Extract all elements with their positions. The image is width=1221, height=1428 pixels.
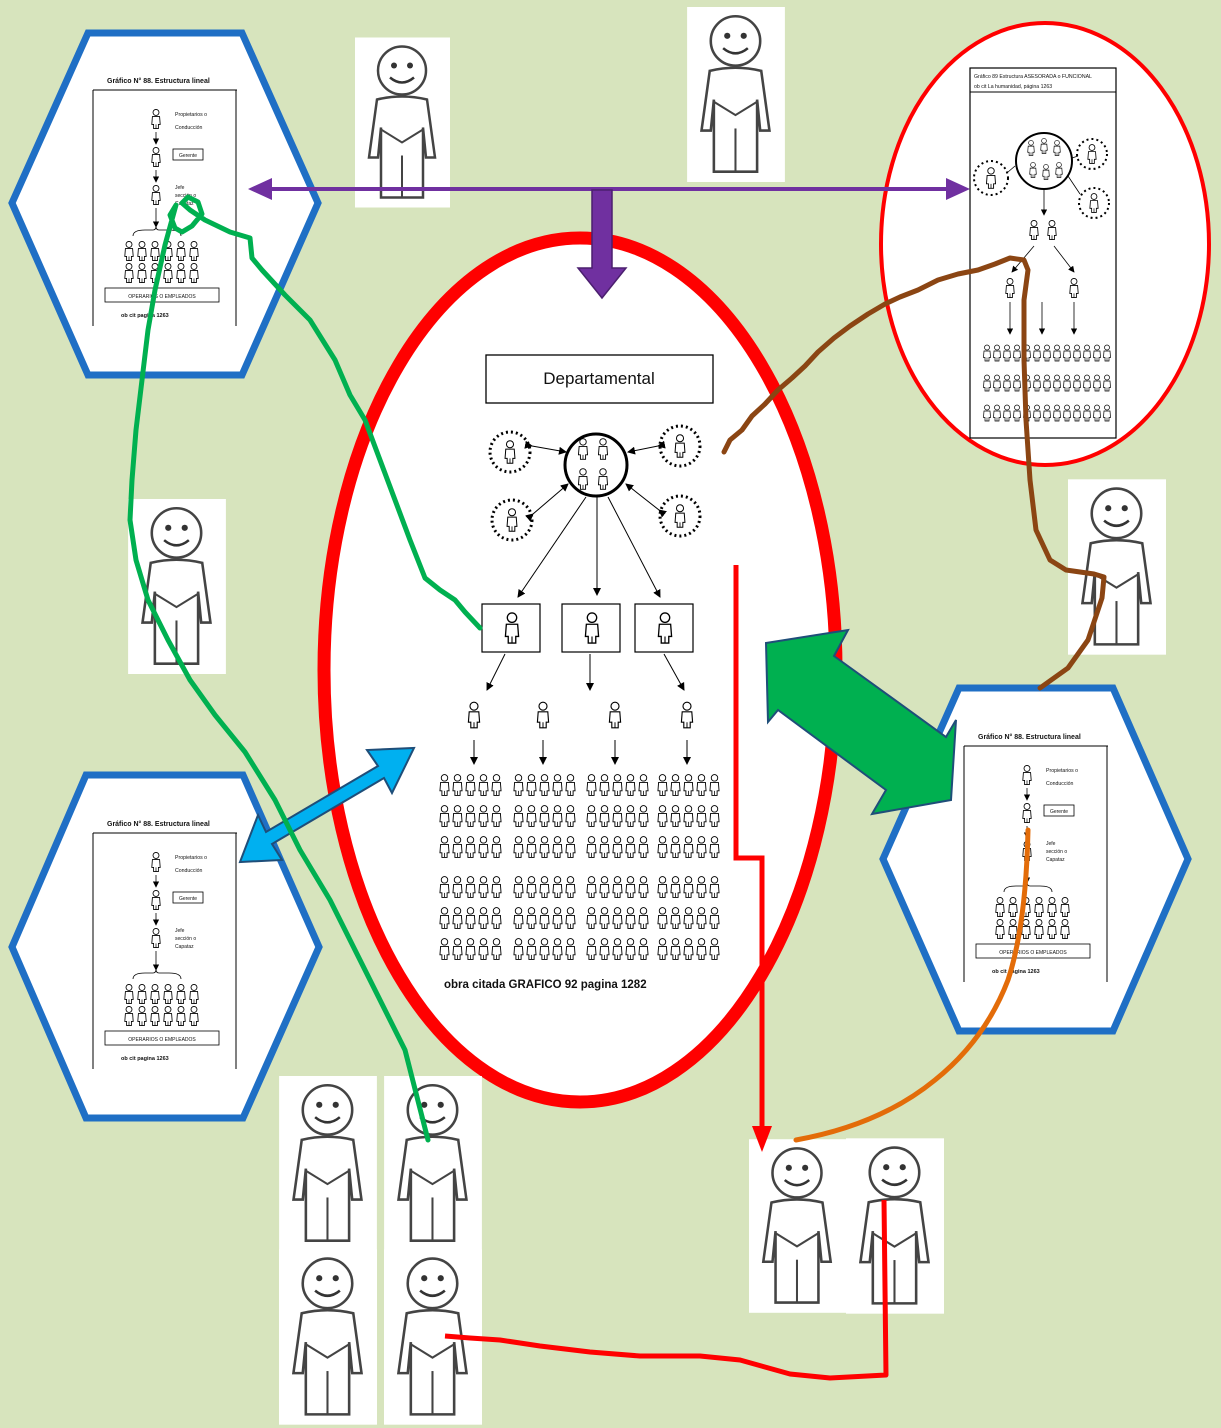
owners-label: Propietarios o [175, 112, 207, 118]
chief-label: Capataz [1046, 857, 1065, 863]
owners-label: Propietarios o [1046, 768, 1078, 774]
person-icon [279, 1249, 377, 1425]
staff-chart-title: Gráfico 89 Estructura ASESORADA o FUNCIO… [974, 74, 1092, 80]
manager-label: Gerente [1050, 809, 1068, 815]
chief-label: Jefe [175, 185, 185, 191]
workers-label: OPERARIOS O EMPLEADOS [999, 950, 1067, 956]
lineal-chart-hexagon-bottom-left: Gráfico N° 88. Estructura linealPropieta… [8, 771, 323, 1122]
workers-label: OPERARIOS O EMPLEADOS [128, 294, 196, 300]
manager-box [172, 891, 204, 904]
green-double-arrow [764, 628, 957, 816]
lineal-chart-title: Gráfico N° 88. Estructura lineal [107, 820, 210, 828]
chief-label: Capataz [175, 944, 194, 950]
staff-chart-frame [969, 67, 1117, 439]
department-box [561, 603, 621, 653]
lineal-chart-title: Gráfico N° 88. Estructura lineal [978, 733, 1081, 741]
person-icon [687, 7, 785, 182]
workers-box [104, 287, 220, 303]
orange-hand-line [793, 827, 1031, 1143]
chief-label: Jefe [175, 928, 185, 934]
lineal-chart-title: Gráfico N° 88. Estructura lineal [107, 77, 210, 85]
central-departmental-diagram: Departamental [317, 231, 843, 1109]
workers-label: OPERARIOS O EMPLEADOS [128, 1037, 196, 1043]
purple-down-arrow [576, 189, 628, 300]
person-icon [846, 1138, 944, 1314]
lineal-chart-hexagon-right: Gráfico N° 88. Estructura linealPropieta… [879, 684, 1192, 1035]
departamental-title-box [485, 354, 714, 404]
lineal-chart-hexagon-top-left: Gráfico N° 88. Estructura linealPropieta… [8, 29, 322, 379]
person-icon [1068, 479, 1166, 655]
lineal-source: ob cit pagina 1263 [121, 313, 169, 319]
staff-chart-source: ob cit La humanidad, página 1263 [974, 84, 1052, 90]
manager-label: Gerente [179, 153, 197, 159]
workers-box [104, 1030, 220, 1046]
workers-box [975, 943, 1091, 959]
chief-label: sección o [1046, 849, 1067, 855]
manager-box [172, 148, 204, 161]
owners-label: Conducción [1046, 781, 1074, 787]
lineal-source: ob cit pagina 1263 [121, 1056, 169, 1062]
staff-functional-chart: Gráfico 89 Estructura ASESORADA o FUNCIO… [879, 21, 1211, 467]
person-icon [279, 1076, 377, 1251]
chief-label: Jefe [1046, 841, 1056, 847]
departamental-title: Departamental [543, 369, 655, 388]
owners-label: Conducción [175, 125, 203, 131]
brown-hand-line [721, 255, 1107, 691]
person-icon [749, 1138, 846, 1314]
person-icon [384, 1076, 482, 1251]
manager-box [1043, 804, 1075, 817]
manager-label: Gerente [179, 896, 197, 902]
owners-label: Propietarios o [175, 855, 207, 861]
blue-double-arrow [238, 746, 416, 864]
red-connector [444, 565, 889, 1381]
purple-connector [248, 178, 970, 300]
green-hand-line [127, 194, 483, 1143]
central-staff-circle [563, 432, 629, 498]
owners-label: Conducción [175, 868, 203, 874]
lineal-source: ob cit pagina 1263 [992, 969, 1040, 975]
person-icon [355, 36, 450, 209]
chief-label: sección o [175, 936, 196, 942]
departamental-caption: obra citada GRAFICO 92 pagina 1282 [444, 979, 647, 991]
